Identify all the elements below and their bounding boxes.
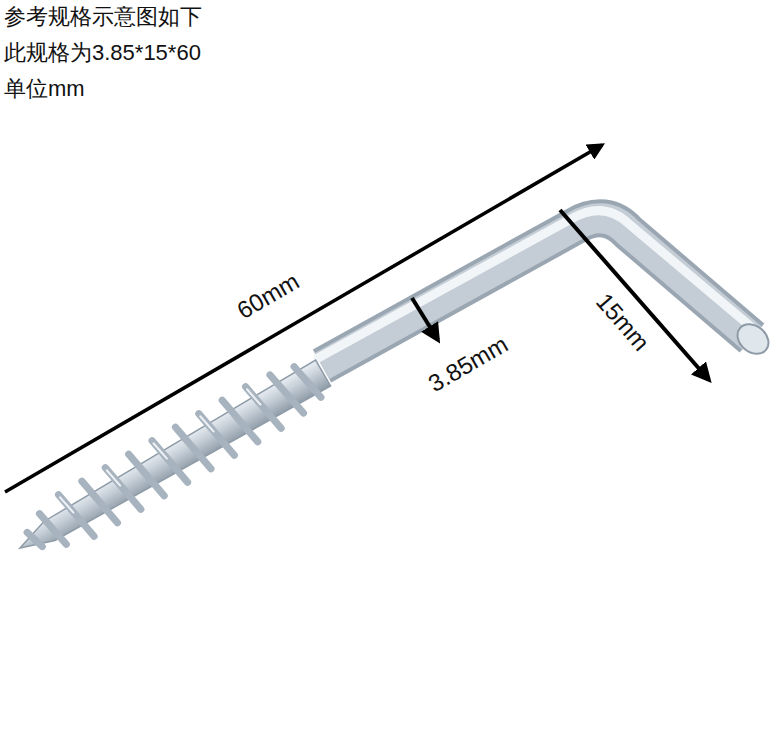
diameter-arrow xyxy=(412,298,438,340)
note-text: 此规格为3.85*15*60 xyxy=(4,40,201,66)
hook-arrow xyxy=(560,210,709,380)
note-text: 单位mm xyxy=(4,76,85,102)
dimension-label: 15mm xyxy=(589,287,654,356)
dimension-label: 60mm xyxy=(232,267,304,325)
length-arrow xyxy=(5,145,602,492)
note-text: 参考规格示意图如下 xyxy=(4,4,202,30)
